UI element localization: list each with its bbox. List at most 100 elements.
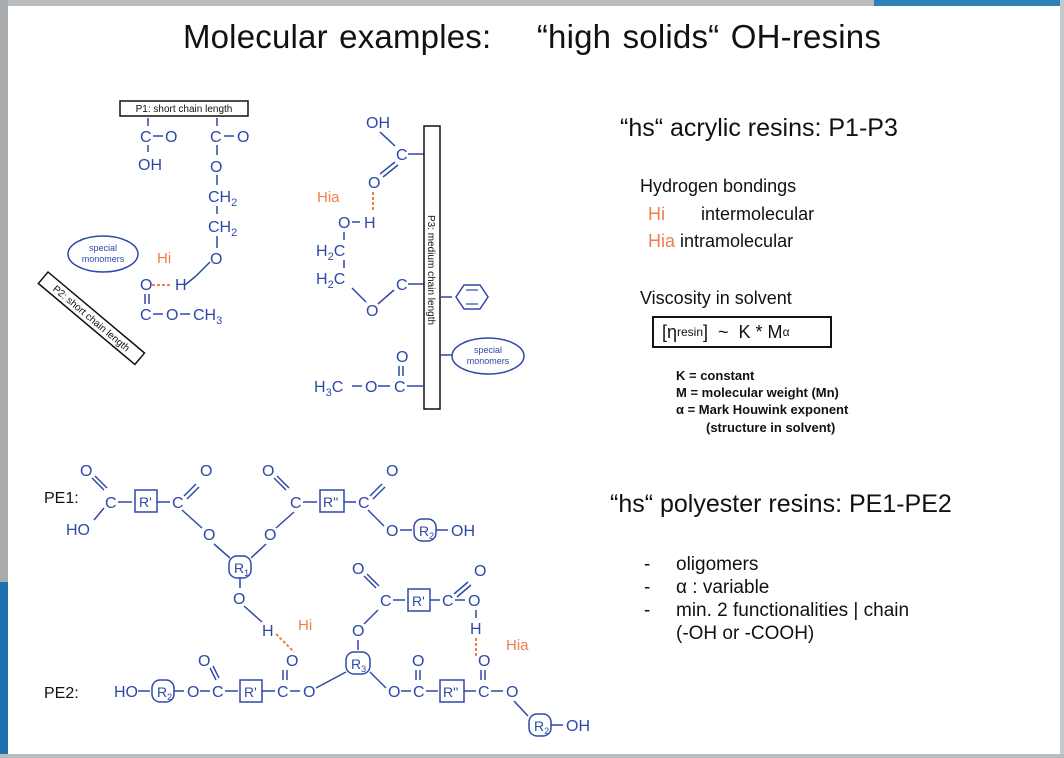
svg-text:O: O bbox=[200, 463, 212, 480]
svg-text:C: C bbox=[210, 129, 222, 146]
svg-text:R2: R2 bbox=[534, 718, 549, 736]
special-monomers-ellipse-2 bbox=[451, 337, 525, 375]
list-item: -min. 2 functionalities | chain bbox=[644, 600, 910, 621]
svg-text:C: C bbox=[358, 495, 370, 512]
svg-text:O: O bbox=[352, 623, 364, 640]
svg-text:P2: short chain length: P2: short chain length bbox=[50, 284, 131, 355]
svg-text:CH3: CH3 bbox=[193, 307, 222, 327]
svg-text:R2: R2 bbox=[419, 523, 434, 541]
svg-text:R': R' bbox=[139, 494, 152, 510]
viscosity-heading: Viscosity in solvent bbox=[640, 288, 792, 308]
svg-text:C: C bbox=[396, 147, 408, 164]
hia-text: intramolecular bbox=[680, 231, 794, 251]
pe1-label: PE1: bbox=[44, 490, 79, 507]
svg-text:O: O bbox=[468, 593, 480, 610]
title-part1: Molecular examples: bbox=[182, 18, 492, 55]
svg-text:O: O bbox=[203, 527, 215, 544]
svg-text:O: O bbox=[237, 129, 249, 146]
svg-text:monomers: monomers bbox=[467, 356, 510, 366]
svg-text:O: O bbox=[198, 653, 210, 670]
svg-text:O: O bbox=[386, 523, 398, 540]
svg-text:P3: medium chain length: P3: medium chain length bbox=[425, 215, 436, 325]
svg-text:monomers: monomers bbox=[82, 254, 125, 264]
legend-m: M = molecular weight (Mn) bbox=[676, 385, 839, 400]
svg-text:O: O bbox=[478, 653, 490, 670]
top-border bbox=[0, 0, 1064, 6]
svg-text:special: special bbox=[89, 243, 117, 253]
svg-text:C: C bbox=[212, 684, 224, 701]
svg-text:H: H bbox=[262, 623, 274, 640]
svg-text:R'': R'' bbox=[443, 684, 458, 700]
svg-text:C: C bbox=[478, 684, 490, 701]
svg-text:R2: R2 bbox=[157, 684, 172, 702]
legend-structure: (structure in solvent) bbox=[706, 420, 836, 435]
svg-text:OH: OH bbox=[451, 523, 475, 540]
svg-text:O: O bbox=[368, 175, 380, 192]
svg-text:C: C bbox=[277, 684, 289, 701]
svg-text:R'': R'' bbox=[323, 494, 338, 510]
hi-text: intermolecular bbox=[701, 204, 815, 224]
svg-text:O: O bbox=[210, 251, 222, 268]
svg-text:O: O bbox=[140, 277, 152, 294]
bottom-border bbox=[0, 754, 1064, 758]
hia-row: Hia intramolecular bbox=[648, 231, 793, 252]
svg-text:H2C: H2C bbox=[316, 243, 345, 263]
svg-text:C: C bbox=[290, 495, 302, 512]
svg-text:OH: OH bbox=[366, 115, 390, 132]
svg-text:O: O bbox=[396, 349, 408, 366]
list-item: -α : variable bbox=[644, 577, 770, 598]
special-monomers-ellipse-1 bbox=[67, 235, 139, 273]
svg-text:O: O bbox=[262, 463, 274, 480]
svg-text:O: O bbox=[388, 684, 400, 701]
svg-text:O: O bbox=[506, 684, 518, 701]
svg-text:O: O bbox=[165, 129, 177, 146]
atom-labels: P1: short chain length C O OH C O O CH2 … bbox=[37, 100, 590, 737]
svg-text:Hi: Hi bbox=[298, 617, 312, 634]
svg-text:O: O bbox=[210, 159, 222, 176]
svg-text:HO: HO bbox=[66, 522, 90, 539]
phenyl-ring bbox=[455, 284, 489, 310]
svg-text:H2C: H2C bbox=[316, 271, 345, 291]
svg-text:CH2: CH2 bbox=[208, 189, 237, 209]
svg-text:H: H bbox=[470, 621, 482, 638]
svg-text:CH2: CH2 bbox=[208, 219, 237, 239]
svg-text:Hia: Hia bbox=[506, 637, 529, 654]
svg-text:O: O bbox=[80, 463, 92, 480]
polyester-bullets: -oligomers -α : variable -min. 2 functio… bbox=[644, 553, 909, 645]
svg-text:Hia: Hia bbox=[317, 189, 340, 206]
hydrogen-heading: Hydrogen bondings bbox=[640, 176, 797, 196]
svg-text:C: C bbox=[172, 495, 184, 512]
svg-text:O: O bbox=[264, 527, 276, 544]
svg-text:O: O bbox=[233, 591, 245, 608]
legend-k: K = constant bbox=[676, 368, 755, 383]
svg-text:C: C bbox=[413, 684, 425, 701]
svg-text:C: C bbox=[105, 495, 117, 512]
legend-alpha: α = Mark Houwink exponent bbox=[676, 402, 849, 417]
acrylic-heading: “hs“ acrylic resins: P1-P3 bbox=[620, 114, 898, 142]
left-border bbox=[0, 0, 8, 758]
svg-text:H: H bbox=[364, 215, 376, 232]
svg-text:O: O bbox=[352, 561, 364, 578]
svg-text:O: O bbox=[303, 684, 315, 701]
svg-text:OH: OH bbox=[138, 157, 162, 174]
svg-text:O: O bbox=[166, 307, 178, 324]
svg-text:R3: R3 bbox=[351, 656, 366, 674]
svg-text:C: C bbox=[140, 307, 152, 324]
slide-title: Molecular examples: “high solids“ OH-res… bbox=[0, 18, 1064, 56]
svg-text:O: O bbox=[365, 379, 377, 396]
svg-text:H: H bbox=[175, 277, 187, 294]
svg-text:OH: OH bbox=[566, 718, 590, 735]
hi-label: Hi bbox=[648, 204, 665, 224]
pe2-label: PE2: bbox=[44, 685, 79, 702]
list-item: (-OH or -COOH) bbox=[676, 623, 815, 644]
svg-text:O: O bbox=[286, 653, 298, 670]
svg-text:O: O bbox=[187, 684, 199, 701]
svg-text:O: O bbox=[338, 215, 350, 232]
svg-text:Hi: Hi bbox=[157, 250, 171, 267]
svg-text:C: C bbox=[442, 593, 454, 610]
left-accent-bar bbox=[0, 582, 8, 758]
svg-text:O: O bbox=[386, 463, 398, 480]
hia-label: Hia bbox=[648, 231, 676, 251]
